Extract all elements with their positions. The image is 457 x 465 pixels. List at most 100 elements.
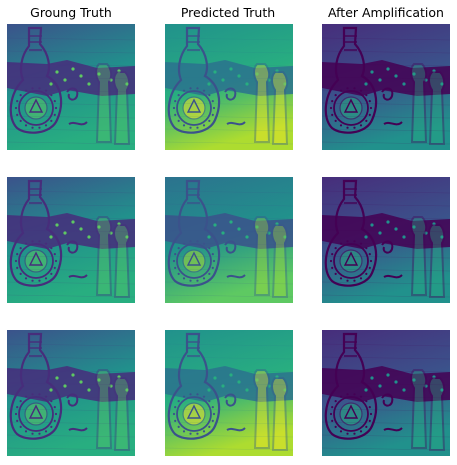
dot-border: [368, 113, 371, 116]
bottle-left: [410, 63, 428, 143]
image-panel-r1-c2: [165, 24, 293, 150]
texture-line: [165, 115, 293, 119]
speckle: [432, 222, 436, 226]
panel-image: [322, 24, 450, 150]
speckle: [386, 220, 390, 224]
speckle: [207, 82, 211, 86]
texture-line: [165, 268, 293, 272]
vase-medallion-inner: [339, 249, 363, 273]
dot-border: [16, 100, 19, 103]
texture-line: [7, 395, 135, 399]
speckle: [412, 225, 416, 229]
texture-line: [7, 203, 135, 207]
speckle: [97, 72, 101, 76]
speckle: [49, 82, 53, 86]
dot-border: [16, 419, 19, 422]
squiggle: [226, 274, 246, 279]
vase-outline: [167, 179, 221, 287]
speckle: [55, 70, 59, 74]
vase-outline: [324, 179, 378, 287]
dot-border: [331, 253, 334, 256]
texture-line: [165, 447, 293, 451]
dot-border: [53, 419, 56, 422]
speckle: [267, 78, 271, 82]
dot-border: [359, 242, 363, 245]
texture-line: [7, 190, 135, 194]
dot-border: [189, 279, 192, 282]
dark-band: [7, 213, 135, 249]
dot-border: [359, 430, 363, 433]
dot-border: [331, 100, 334, 103]
image-panel-r2-c3: [322, 177, 450, 303]
dot-border: [368, 100, 371, 103]
dot-border: [177, 119, 180, 122]
squiggle: [68, 121, 88, 126]
texture-line: [165, 63, 293, 67]
squiggle: [224, 87, 237, 101]
dot-border: [14, 412, 18, 416]
dot-border: [212, 259, 216, 263]
texture-line: [322, 395, 450, 399]
speckle: [370, 223, 374, 227]
dot-border: [208, 119, 211, 122]
dot-border: [19, 247, 22, 250]
squiggle: [224, 393, 237, 407]
speckle: [255, 72, 259, 76]
speckle: [267, 384, 271, 388]
dot-border: [353, 393, 356, 396]
speckle: [79, 74, 83, 78]
dot-border: [369, 259, 373, 263]
texture-line: [322, 203, 450, 207]
texture-line: [7, 141, 135, 145]
texture-line: [7, 242, 135, 246]
texture-line: [165, 343, 293, 347]
speckle: [213, 223, 217, 227]
speckle: [109, 384, 113, 388]
dot-border: [38, 87, 41, 90]
dot-border: [346, 393, 349, 396]
texture-line: [165, 128, 293, 132]
dot-border: [359, 124, 363, 127]
dot-border: [50, 272, 53, 275]
speckle: [125, 235, 129, 239]
dot-border: [212, 412, 216, 416]
dot-border: [44, 277, 48, 280]
texture-line: [7, 102, 135, 106]
dark-band: [322, 60, 450, 96]
dot-border: [54, 106, 58, 110]
bottle-left: [253, 63, 271, 143]
speckle: [440, 388, 444, 392]
speckle: [63, 231, 67, 235]
dot-border: [14, 106, 18, 110]
dot-border: [368, 406, 371, 409]
speckle: [364, 388, 368, 392]
dot-border: [334, 94, 337, 97]
dot-border: [31, 240, 34, 243]
texture-line: [7, 115, 135, 119]
triangle-motif: [28, 404, 44, 419]
bottle-right: [428, 71, 446, 145]
dot-border: [174, 419, 177, 422]
speckle: [432, 375, 436, 379]
vase-medallion-inner: [182, 402, 206, 426]
speckle: [255, 225, 259, 229]
dot-border: [196, 432, 199, 435]
dot-border: [172, 106, 176, 110]
texture-line: [322, 37, 450, 41]
speckle: [412, 378, 416, 382]
speckle: [117, 69, 121, 73]
speckle: [275, 222, 279, 226]
dot-border: [202, 124, 206, 127]
triangle-motif: [343, 98, 359, 113]
squiggle: [66, 393, 79, 407]
bottle-right: [113, 377, 131, 451]
dot-border: [182, 430, 186, 433]
dot-border: [339, 89, 343, 92]
triangle-motif: [343, 404, 359, 419]
dark-band: [7, 366, 135, 402]
bottle-left: [95, 216, 113, 296]
dot-border: [334, 400, 337, 403]
dot-border: [177, 247, 180, 250]
texture-line: [322, 50, 450, 54]
speckle: [378, 78, 382, 82]
